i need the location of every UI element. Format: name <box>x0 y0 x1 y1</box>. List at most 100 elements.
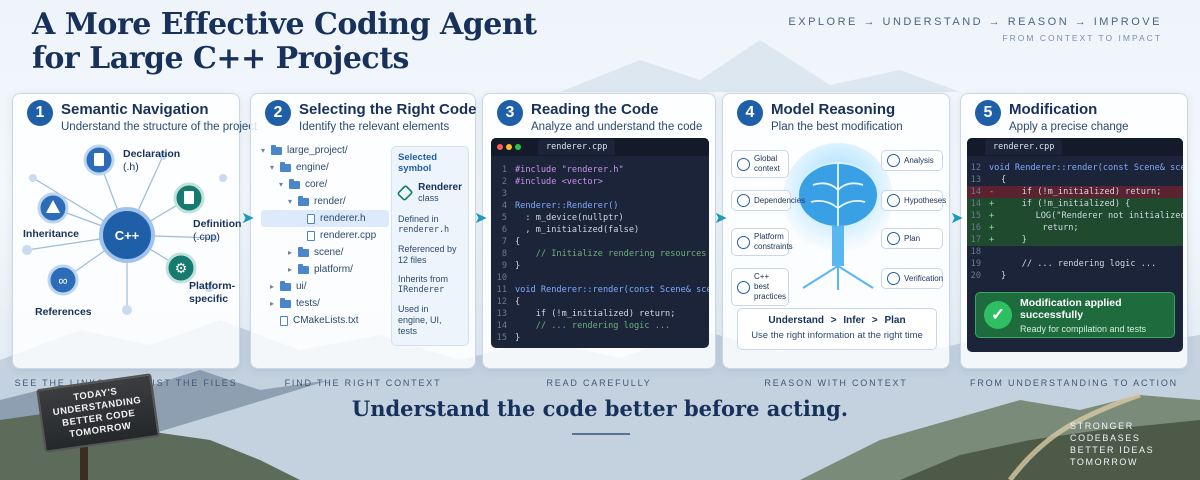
tree-item[interactable]: ▸scene/ <box>261 244 389 261</box>
code-text: void Renderer::render(const Scene& scene… <box>515 285 709 295</box>
tree-item-label: renderer.h <box>320 213 366 224</box>
tree-item[interactable]: ▾ engine/ <box>261 159 389 176</box>
success-subtitle: Ready for compilation and tests <box>1020 323 1147 334</box>
symbol-defined-in: Defined in renderer.h <box>398 214 450 235</box>
output-verification: Verification <box>881 268 943 289</box>
line-number: 17 <box>970 235 981 245</box>
diff-marker <box>989 174 1001 186</box>
code-text: if (!m_initialized) return; <box>515 309 676 319</box>
globe-icon <box>737 157 750 171</box>
diff-line: 14- if (!m_initialized) return; <box>967 186 1183 198</box>
code-line: 3 <box>491 188 709 200</box>
input-dependencies: Dependencies <box>731 190 805 211</box>
line-number: 7 <box>501 237 507 247</box>
diff-line: 17+ } <box>967 234 1183 246</box>
tree-item-label: tests/ <box>296 298 320 309</box>
diff-line: 13 { <box>967 174 1183 186</box>
code-line: 9} <box>491 260 709 272</box>
right-tagline: STRONGER CODEBASES BETTER IDEAS TOMORROW <box>1070 421 1155 467</box>
checkmark-icon: ✓ <box>984 301 1012 329</box>
line-number: 2 <box>501 177 507 187</box>
chevron-down-icon: ▾ <box>270 163 275 172</box>
tree-item-label: engine/ <box>296 162 329 173</box>
code-body: 1#include "renderer.h"2#include <vector>… <box>491 156 709 344</box>
diff-line: 18 <box>967 246 1183 258</box>
editor-tab[interactable]: renderer.cpp <box>985 139 1063 155</box>
code-line: 4 Renderer::Renderer() <box>491 200 709 212</box>
flow-arrow-icon: ➤ <box>950 210 964 227</box>
panel-footer: FROM UNDERSTANDING TO ACTION <box>970 378 1178 388</box>
reasoning-steps-line: Understand > Infer > Plan <box>768 315 906 326</box>
tree-item-label: platform/ <box>314 264 353 275</box>
tree-item[interactable]: ▸platform/ <box>261 261 389 278</box>
maximize-dot-icon <box>515 144 521 150</box>
line-number: 13 <box>970 175 981 185</box>
tree-item[interactable]: renderer.h <box>261 210 389 227</box>
code-text: if (!m_initialized) return; <box>1001 187 1162 197</box>
line-number: 4 <box>501 201 507 211</box>
step-number-4: 4 <box>737 100 763 126</box>
check-circle-icon <box>887 272 900 285</box>
code-text: return; <box>1001 223 1079 233</box>
node-references[interactable]: References <box>35 306 92 318</box>
reasoning-steps: Understand > Infer > Plan Use the right … <box>737 308 937 350</box>
folder-icon <box>298 263 309 274</box>
tree-item[interactable]: renderer.cpp <box>261 227 389 244</box>
diff-marker: + <box>989 211 995 221</box>
lightbulb-icon <box>887 154 900 167</box>
brain-icon <box>783 143 893 290</box>
step-number-1: 1 <box>27 100 53 126</box>
tree-item[interactable]: ▸ui/ <box>261 278 389 295</box>
line-number: 5 <box>501 213 507 223</box>
svg-text:⚙: ⚙ <box>175 260 188 276</box>
node-platform-specific[interactable]: Platform- specific <box>189 280 236 305</box>
node-declaration[interactable]: Declaration (.h) <box>123 148 181 173</box>
tree-item[interactable]: ▾core/ <box>261 176 389 193</box>
tree-item-label: ui/ <box>296 281 307 292</box>
file-tree: ▾large_project/ ▾ engine/ ▾core/▾render/ren… <box>261 142 389 329</box>
sign-post <box>80 440 88 480</box>
symbol-header: Selected symbol <box>398 152 438 174</box>
flow-subtitle: FROM CONTEXT TO IMPACT <box>1002 33 1162 43</box>
code-text: Renderer::Renderer() <box>515 201 619 211</box>
line-number: 14 <box>496 321 507 331</box>
code-text: { <box>515 237 521 247</box>
tree-item[interactable]: CMakeLists.txt <box>261 312 389 329</box>
diff-line: 20} <box>967 270 1183 282</box>
code-text: } <box>1001 235 1027 245</box>
node-inheritance[interactable]: Inheritance <box>23 228 80 240</box>
symbol-used-in: Used in engine, UI, tests <box>398 304 442 336</box>
flow-arrow-icon: ➤ <box>241 210 255 227</box>
selected-symbol-panel: Selected symbol Renderer class Defined i… <box>391 146 469 346</box>
tree-item[interactable]: ▾render/ <box>261 193 389 210</box>
tagline: Understand the code better before acting… <box>351 396 849 421</box>
code-text: } <box>515 261 521 271</box>
flow-arrow-icon: ➤ <box>714 210 728 227</box>
chevron-right-icon: ▸ <box>288 248 293 257</box>
symbol-name[interactable]: Renderer <box>418 182 462 193</box>
tree-item[interactable]: ▾large_project/ <box>261 142 389 159</box>
code-text: { <box>1001 175 1007 185</box>
panel-semantic-navigation: 1 Semantic Navigation Understand the str… <box>12 93 257 388</box>
success-banner: ✓ Modification applied successfully Read… <box>975 292 1175 338</box>
code-text: LOG("Renderer not initialized"); <box>994 211 1183 221</box>
flow-steps: EXPLORE → UNDERSTAND → REASON → IMPROVE <box>788 16 1162 28</box>
panel-selecting-code: 2 Selecting the Right Code Identify the … <box>250 93 477 388</box>
output-hypotheses: Hypotheses <box>881 190 946 211</box>
editor-tab[interactable]: renderer.cpp <box>538 139 616 155</box>
node-definition[interactable]: Definition (.cpp) <box>193 218 242 243</box>
code-line: 7{ <box>491 236 709 248</box>
editor-titlebar: renderer.cpp <box>491 138 709 156</box>
input-cpp-best-practices: C++ best practices <box>731 268 789 306</box>
panel-title: Modification <box>1009 101 1098 118</box>
tree-item[interactable]: ▸tests/ <box>261 295 389 312</box>
panel-model-reasoning: 4 Model Reasoning Plan the best modifica… <box>722 93 950 388</box>
dependency-graph: C++ ∞ ⚙ Declaration (.h) Definition (.cp… <box>13 138 241 363</box>
panel-subtitle: Analyze and understand the code <box>531 121 703 133</box>
step-number-2: 2 <box>265 100 291 126</box>
panel-title: Semantic Navigation <box>61 101 209 118</box>
diff-line: 19 // ... rendering logic ... <box>967 258 1183 270</box>
